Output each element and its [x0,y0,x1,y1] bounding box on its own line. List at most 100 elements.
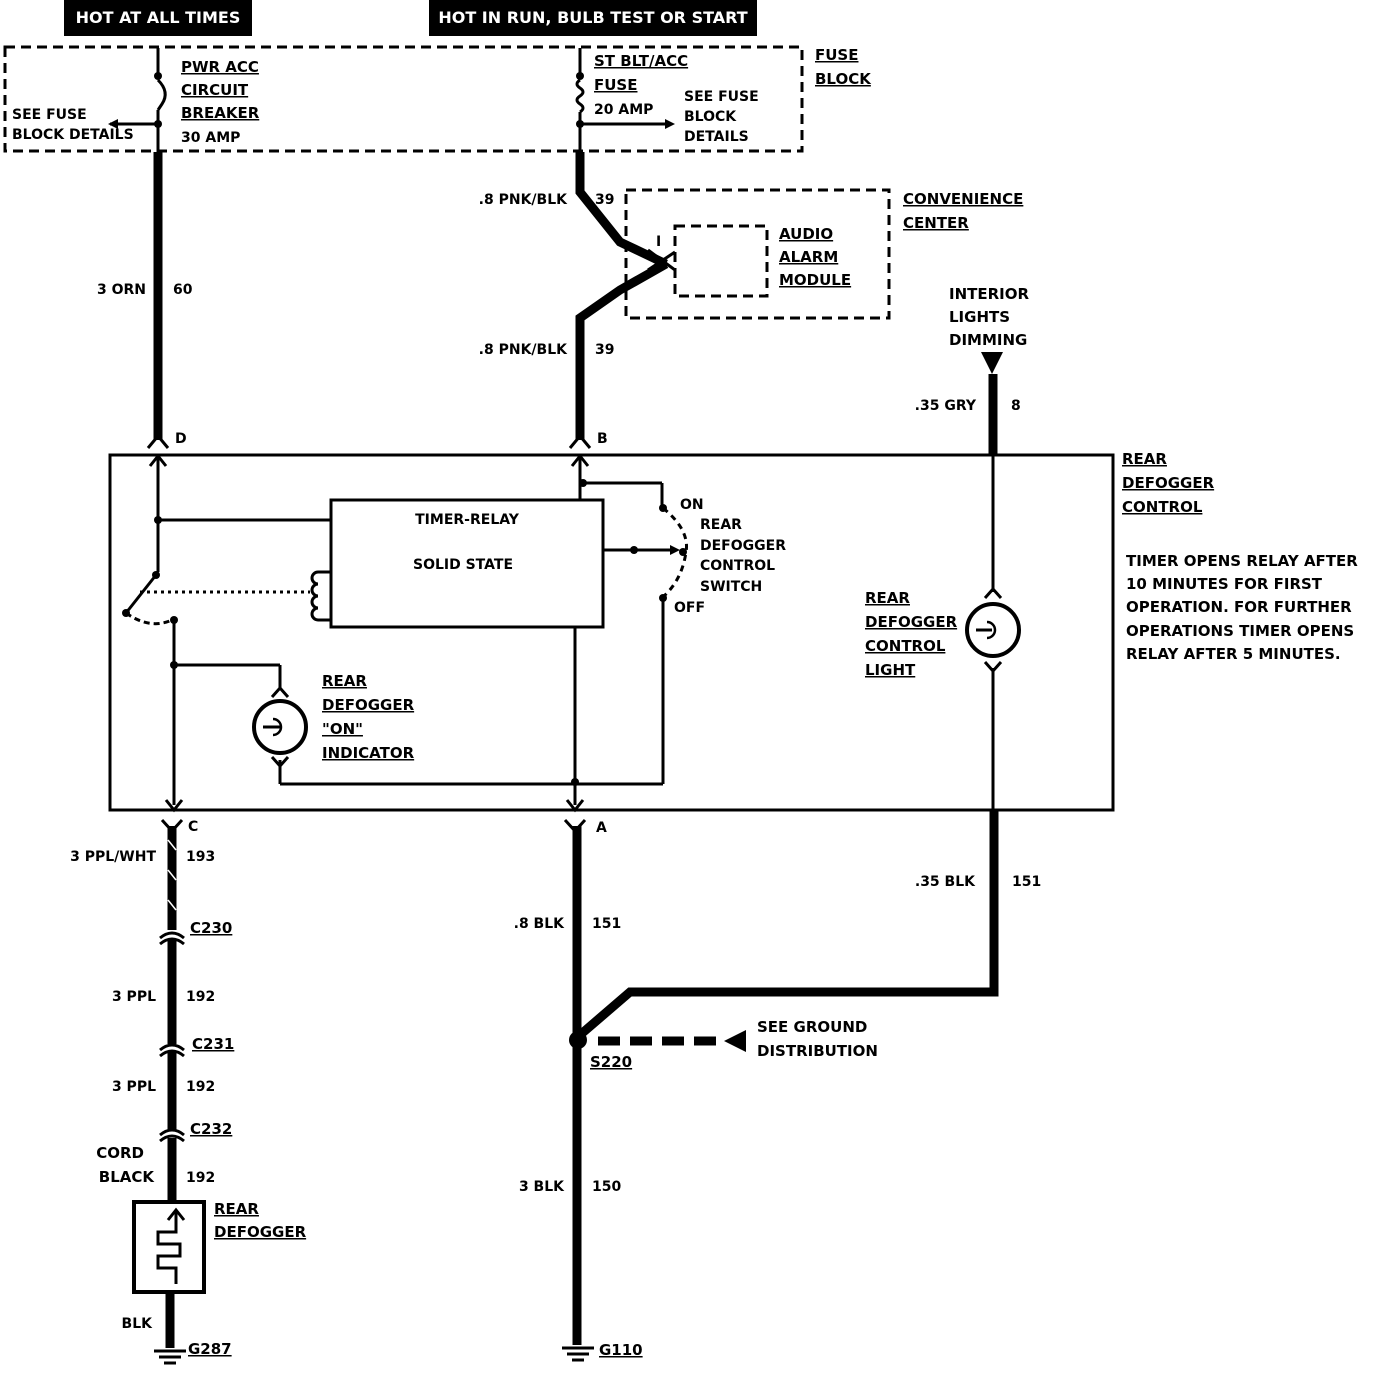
wire-blk-150-circuit: 150 [592,1179,621,1195]
switch-label-3: CONTROL [700,558,775,574]
fuse-block-title-1: FUSE [815,46,858,64]
indicator-label-2: DEFOGGER [322,696,415,714]
on-indicator-bulb-icon [252,699,308,755]
wire-blk-a-gauge: .8 BLK [514,916,566,932]
wire-cord-gauge-1: CORD [96,1144,144,1162]
wire-ppl1-gauge: 3 PPL [112,989,156,1005]
module-label-1: AUDIO [779,225,833,243]
timer-relay-label-1: TIMER-RELAY [415,512,520,528]
wire-blk-def-gauge: BLK [122,1316,154,1332]
fuse-rating: 20 AMP [594,102,653,118]
rear-defogger-switch [661,506,689,599]
relay-contact-arm [124,574,158,614]
circuit-breaker-symbol [156,78,167,111]
wire-ppl2-circuit: 192 [186,1079,215,1095]
rear-defogger-grid-box [132,1200,206,1294]
splice-s220: S220 [590,1053,632,1071]
banner-hot-all-times [64,0,252,36]
dimming-label-2: LIGHTS [949,308,1010,326]
light-label-4: LIGHT [865,661,916,679]
relay-coil-icon [310,570,331,622]
arrow-right-icon [665,119,675,129]
ground-note-2: DISTRIBUTION [757,1042,878,1060]
control-title-3: CONTROL [1122,498,1203,516]
light-label-2: DEFOGGER [865,613,958,631]
indicator-label-4: INDICATOR [322,744,415,762]
light-label-3: CONTROL [865,637,946,655]
convenience-center-box [624,188,891,320]
module-label-2: ALARM [779,248,838,266]
switch-label-4: SWITCH [700,579,762,595]
wire-blk-151-right [577,810,999,1039]
pin-b: B [597,431,608,447]
wire-ppl-wht-gauge: 3 PPL/WHT [70,849,156,865]
connector-c230: C230 [190,919,232,937]
breaker-rating: 30 AMP [181,130,240,146]
arrow-down-icon [981,352,1003,374]
wire-blk-150-gauge: 3 BLK [519,1179,565,1195]
indicator-label-3: "ON" [322,720,363,738]
switch-label-2: DEFOGGER [700,538,786,554]
wire-pnk-top-gauge: .8 PNK/BLK [479,192,568,208]
wire-gry-gauge: .35 GRY [915,398,977,414]
timer-relay-box [329,498,605,629]
fuse-label-2: FUSE [594,76,637,94]
note-line-3: OPERATION. FOR FURTHER [1126,598,1352,616]
wire-cord-gauge-2: BLACK [99,1168,156,1186]
banner-hot-run [429,0,757,36]
wire-orn-circuit: 60 [173,282,193,298]
wire-ppl2-gauge: 3 PPL [112,1079,156,1095]
breaker-label-2: CIRCUIT [181,81,249,99]
see-fuse-right-2: BLOCK [684,109,737,125]
audio-alarm-module-box [673,224,769,298]
banner-hot-run-text: HOT IN RUN, BULB TEST OR START [438,8,747,27]
arrow-left-icon [108,119,118,129]
switch-on-label: ON [680,497,704,513]
indicator-label-1: REAR [322,672,367,690]
splice-s220-icon [569,1031,587,1049]
defogger-label-1: REAR [214,1200,259,1218]
rear-defogger-control-box [108,453,1115,812]
timer-relay-label-2: SOLID STATE [413,557,513,573]
note-line-1: TIMER OPENS RELAY AFTER [1126,552,1358,570]
fuse-symbol [575,78,585,114]
wire-gry-circuit: 8 [1011,398,1021,414]
breaker-label-1: PWR ACC [181,58,259,76]
ground-note-1: SEE GROUND [757,1018,867,1036]
dimming-label-1: INTERIOR [949,285,1029,303]
defogger-element-icon [156,1212,182,1284]
convenience-title-1: CONVENIENCE [903,190,1023,208]
pin-c: C [188,819,198,835]
switch-off-label: OFF [674,600,705,616]
breaker-label-3: BREAKER [181,104,260,122]
wire-ppl1-circuit: 192 [186,989,215,1005]
see-fuse-right-3: DETAILS [684,129,749,145]
see-fuse-left-1: SEE FUSE [12,107,87,123]
see-fuse-left-2: BLOCK DETAILS [12,127,134,143]
module-pin: I [656,234,661,250]
connector-c232-icon [159,1128,185,1137]
banner-hot-all-times-text: HOT AT ALL TIMES [76,8,241,27]
see-fuse-right-1: SEE FUSE [684,89,759,105]
wire-pnk-bot-gauge: .8 PNK/BLK [479,342,568,358]
fuse-label-1: ST BLT/ACC [594,52,688,70]
note-line-4: OPERATIONS TIMER OPENS [1126,622,1354,640]
connector-c230-icon [159,931,185,940]
wire-blk-r-circuit: 151 [1012,874,1041,890]
wire-blk-r-gauge: .35 BLK [915,874,976,890]
control-title-1: REAR [1122,450,1167,468]
light-label-1: REAR [865,589,910,607]
switch-label-1: REAR [700,517,742,533]
control-title-2: DEFOGGER [1122,474,1215,492]
wire-ppl-wht-circuit: 193 [186,849,215,865]
connector-c231: C231 [192,1035,234,1053]
connector-c231-icon [159,1043,185,1052]
module-label-3: MODULE [779,271,851,289]
wire-pnk-blk-bottom [575,260,669,440]
ground-g110: G110 [599,1341,643,1359]
control-light-bulb-icon [965,602,1021,658]
wire-blk-a-circuit: 151 [592,916,621,932]
connector-c232: C232 [190,1120,232,1138]
